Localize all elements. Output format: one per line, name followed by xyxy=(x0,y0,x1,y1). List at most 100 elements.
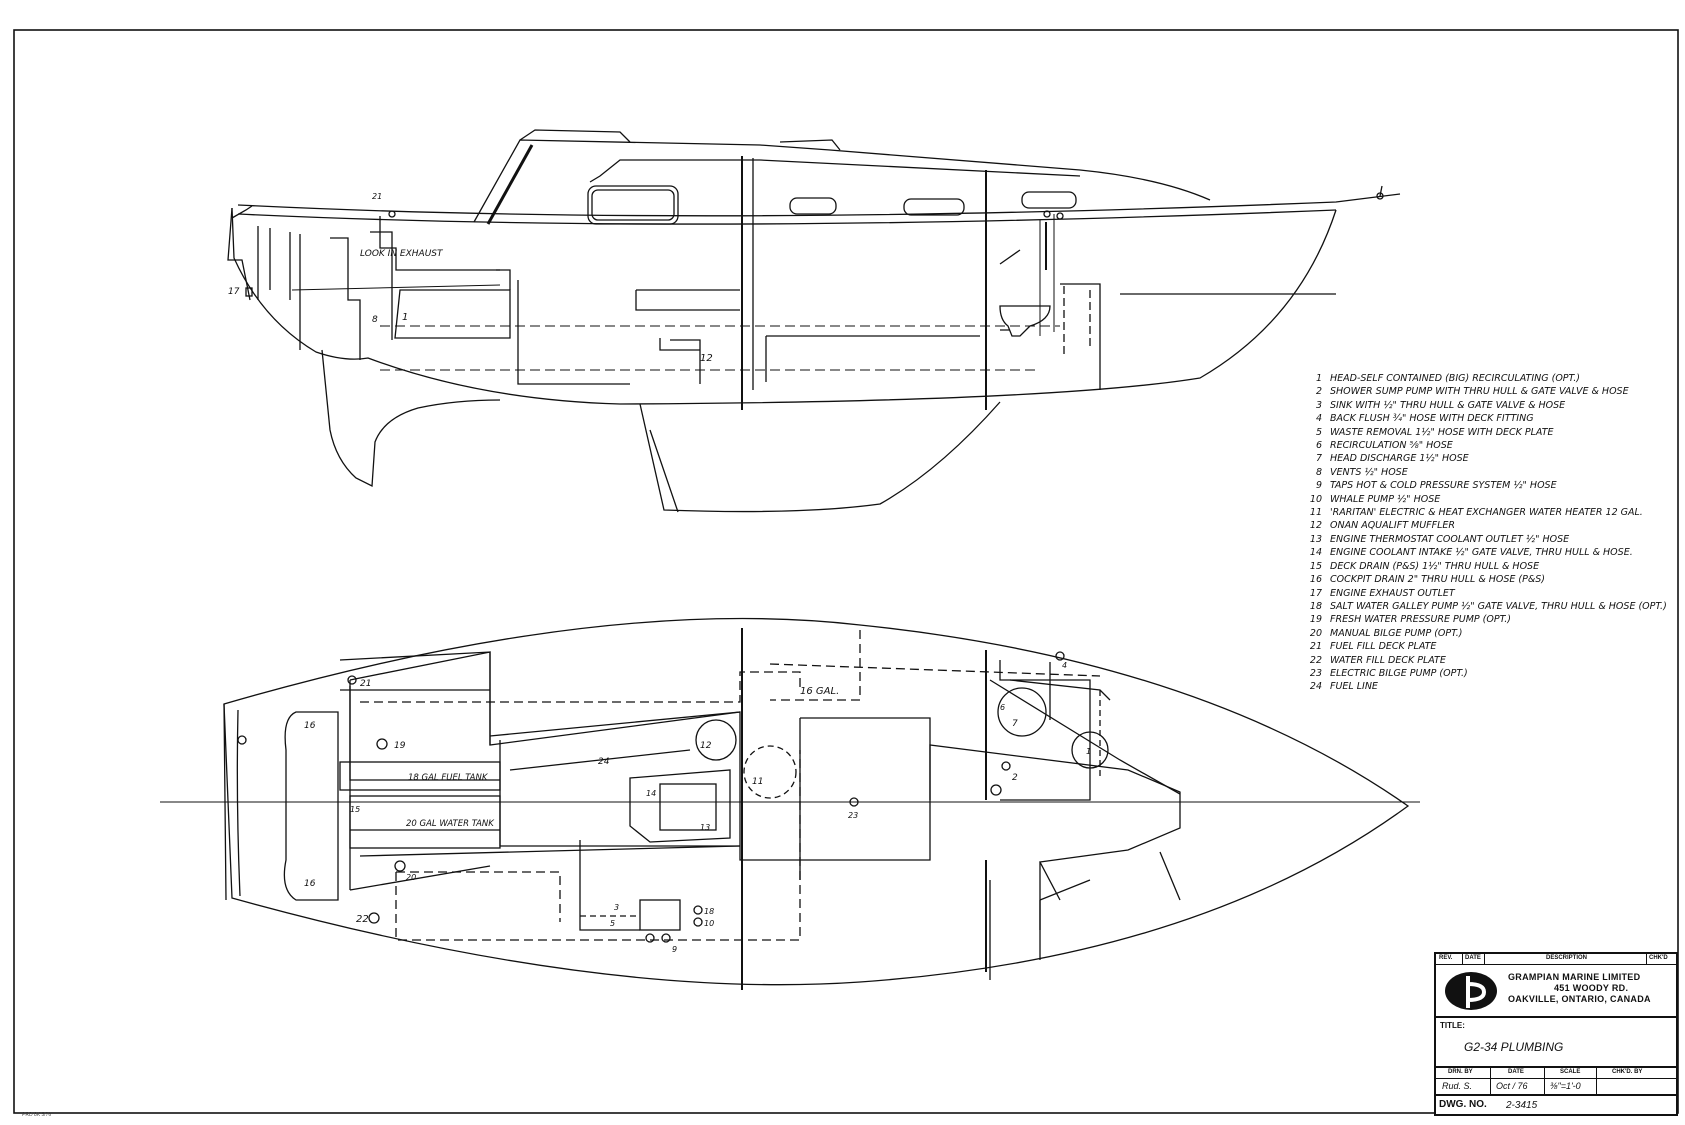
company-address1: 451 WOODY RD. xyxy=(1554,983,1629,993)
plan-label-2: 2 xyxy=(1012,773,1018,783)
head-bowl xyxy=(997,687,1047,737)
legend-number: 11 xyxy=(1309,507,1322,519)
legend-text: ENGINE EXHAUST OUTLET xyxy=(1330,587,1455,599)
print-code: PRD 8K 5/76 xyxy=(22,1112,52,1118)
plan-label-19: 19 xyxy=(394,741,406,751)
legend-text: HEAD-SELF CONTAINED (BIG) RECIRCULATING … xyxy=(1330,373,1580,384)
drawing-title: G2-34 PLUMBING xyxy=(1464,1040,1564,1054)
rev-header: REV. xyxy=(1439,955,1453,961)
label-look-in-exhaust: LOOK IN EXHAUST xyxy=(360,249,444,259)
legend-text: BACK FLUSH ¾" HOSE WITH DECK FITTING xyxy=(1330,413,1534,425)
plan-label-22: 22 xyxy=(356,914,369,925)
legend-text: FUEL FILL DECK PLATE xyxy=(1330,641,1437,653)
profile-view xyxy=(227,129,1401,513)
legend-number: 17 xyxy=(1309,587,1322,599)
legend-number: 20 xyxy=(1309,627,1322,639)
plan-label-11: 11 xyxy=(752,777,763,787)
legend-item: 11 'RARITAN' ELECTRIC & HEAT EXCHANGER WA… xyxy=(1300,506,1680,519)
plan-label-13: 13 xyxy=(700,823,710,832)
plan-label-12: 12 xyxy=(700,741,712,751)
drawn-by: Rud. S. xyxy=(1442,1081,1473,1091)
chkd-header: CHK'D xyxy=(1649,955,1668,961)
plan-hull xyxy=(223,617,1410,986)
fuel-tank xyxy=(339,761,501,791)
profile-deck xyxy=(237,193,1401,217)
legend-number: 13 xyxy=(1309,533,1322,545)
plan-label-4: 4 xyxy=(1062,661,1067,670)
plan-label-7: 7 xyxy=(1012,719,1018,729)
profile-hull xyxy=(231,207,1337,405)
plan-label-5: 5 xyxy=(610,919,615,928)
legend-text: SALT WATER GALLEY PUMP ½" GATE VALVE, TH… xyxy=(1330,600,1667,612)
plan-label-18: 18 xyxy=(704,907,714,916)
legend-number: 1 xyxy=(1315,373,1322,384)
plumbing-legend: 1 HEAD-SELF CONTAINED (BIG) RECIRCULATING… xyxy=(1300,372,1680,694)
drawing-date: Oct / 76 xyxy=(1496,1081,1528,1091)
water-tank xyxy=(349,795,501,849)
company-logo xyxy=(1445,972,1497,1010)
legend-number: 5 xyxy=(1315,426,1322,438)
legend-number: 16 xyxy=(1309,574,1322,586)
legend-text: 'RARITAN' ELECTRIC & HEAT EXCHANGER WATE… xyxy=(1330,507,1643,519)
date-col-header: DATE xyxy=(1508,1069,1524,1075)
scale-header: SCALE xyxy=(1560,1069,1581,1075)
legend-number: 3 xyxy=(1315,399,1322,411)
title-block: REV. DATE DESCRIPTION CHK'D GRAMPIAN MAR… xyxy=(1434,952,1678,1116)
legend-text: WASTE REMOVAL 1½" HOSE WITH DECK PLATE xyxy=(1330,426,1554,438)
dwg-no: 2-3415 xyxy=(1506,1100,1538,1111)
legend-number: 14 xyxy=(1309,547,1322,559)
company-name: GRAMPIAN MARINE LIMITED xyxy=(1508,972,1641,982)
engine xyxy=(629,769,731,843)
legend-number: 8 xyxy=(1315,466,1322,478)
profile-keel xyxy=(321,349,501,488)
legend-item: 17 ENGINE EXHAUST OUTLET xyxy=(1300,587,1680,600)
plan-label-9: 9 xyxy=(672,945,677,954)
legend-number: 19 xyxy=(1309,614,1322,626)
plan-label-1: 1 xyxy=(1086,747,1091,756)
legend-number: 6 xyxy=(1315,440,1322,452)
plan-label-6: 6 xyxy=(1000,703,1005,712)
legend-text: ONAN AQUALIFT MUFFLER xyxy=(1330,520,1455,532)
plan-label-21: 21 xyxy=(360,679,371,689)
profile-head xyxy=(999,305,1051,337)
plan-label-20: 20 xyxy=(406,873,416,882)
legend-text: DECK DRAIN (P&S) 1½" THRU HULL & HOSE xyxy=(1330,560,1540,572)
legend-text: COCKPIT DRAIN 2" THRU HULL & HOSE (P&S) xyxy=(1330,574,1546,586)
muffler xyxy=(695,719,737,761)
title-label: TITLE: xyxy=(1440,1021,1465,1030)
legend-number: 7 xyxy=(1315,453,1322,465)
label-1: 1 xyxy=(402,312,408,323)
label-12: 12 xyxy=(700,353,713,364)
label-16-gal: 16 GAL. xyxy=(800,686,839,697)
label-8: 8 xyxy=(372,315,378,325)
plan-label-10: 10 xyxy=(704,919,714,928)
plan-label-14: 14 xyxy=(646,789,656,798)
legend-number: 23 xyxy=(1309,667,1322,679)
profile-skeg xyxy=(639,401,1001,513)
label-21: 21 xyxy=(372,192,382,201)
legend-item: 1 HEAD-SELF CONTAINED (BIG) RECIRCULATING… xyxy=(1300,372,1680,385)
plan-label-23: 23 xyxy=(848,811,858,820)
plan-label-3: 3 xyxy=(614,903,619,912)
legend-text: WATER FILL DECK PLATE xyxy=(1330,654,1446,666)
legend-text: HEAD DISCHARGE 1½" HOSE xyxy=(1330,453,1469,465)
legend-item: 7 HEAD DISCHARGE 1½" HOSE xyxy=(1300,452,1680,465)
plan-label-16a: 16 xyxy=(304,721,316,731)
drn-by-header: DRN. BY xyxy=(1448,1069,1473,1075)
legend-item: 16 COCKPIT DRAIN 2" THRU HULL & HOSE (P&S… xyxy=(1300,573,1680,586)
legend-number: 2 xyxy=(1315,386,1322,398)
drawing-scale: ⅜"=1'-0 xyxy=(1550,1081,1581,1091)
dwg-no-label: DWG. NO. xyxy=(1439,1099,1487,1110)
label-fuel-tank: 18 GAL FUEL TANK xyxy=(408,773,489,783)
